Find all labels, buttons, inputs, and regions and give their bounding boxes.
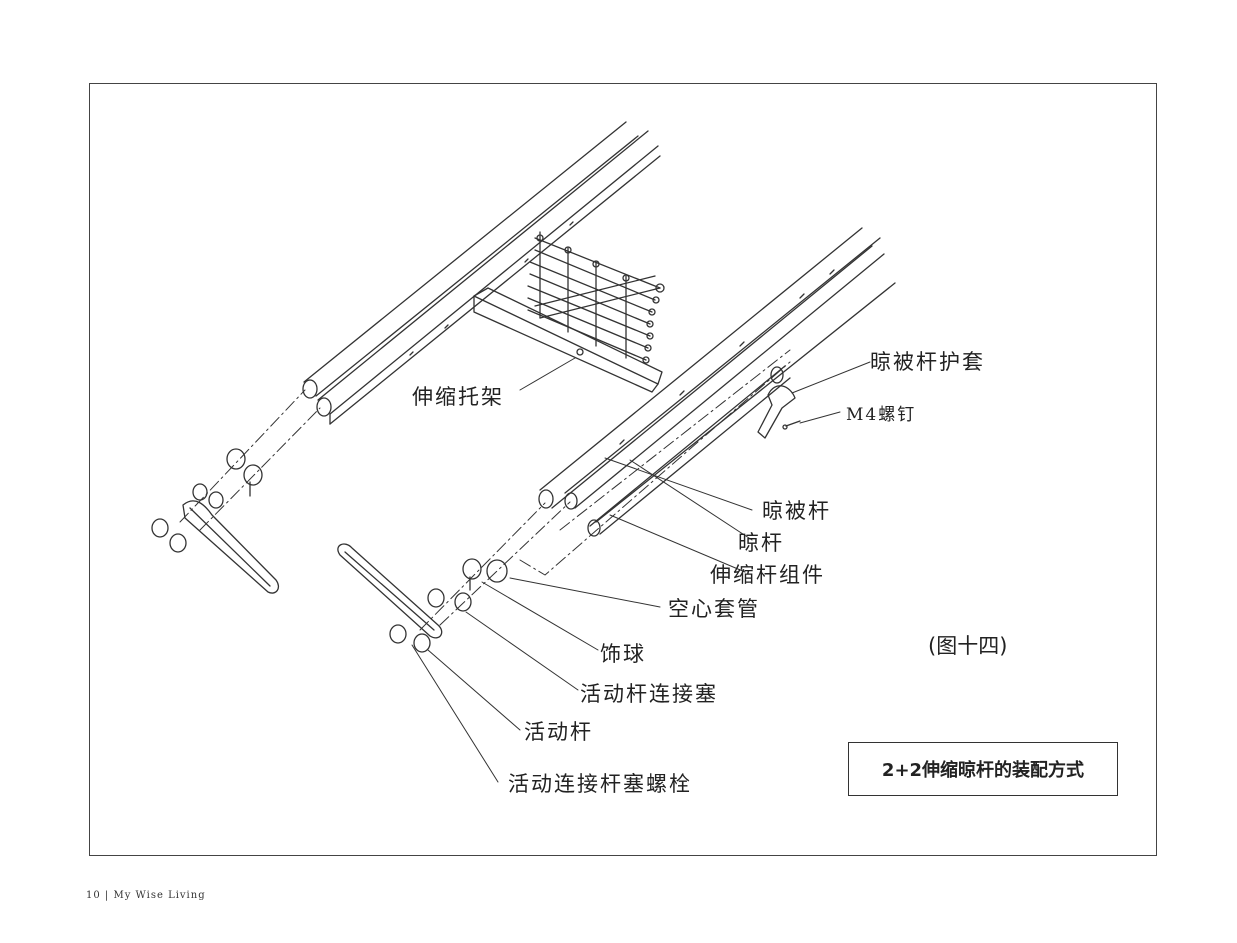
label-rod: 晾杆 [738, 531, 784, 555]
figure-frame [89, 83, 1157, 856]
label-movable-rod: 活动杆 [524, 720, 593, 744]
label-screw: M4螺钉 [846, 405, 916, 425]
page-number: 10 [86, 890, 101, 901]
label-cover: 晾被杆护套 [870, 350, 985, 374]
label-ball: 饰球 [600, 642, 646, 666]
right-end-parts [337, 543, 508, 653]
label-bracket: 伸缩托架 [412, 385, 504, 409]
figure-title: 2+2伸缩晾杆的装配方式 [848, 742, 1118, 796]
label-hollow-sleeve: 空心套管 [668, 597, 760, 621]
right-rail-group [538, 227, 896, 537]
figure-number: (图十四) [928, 634, 1008, 658]
telescopic-bracket [473, 231, 665, 393]
left-rail-pair [302, 121, 661, 425]
label-connector-plug: 活动杆连接塞 [580, 682, 718, 706]
footer-separator: | [100, 890, 114, 901]
label-telescopic-assembly: 伸缩杆组件 [710, 563, 825, 587]
leader-lines [411, 357, 871, 783]
footer-brand: My Wise Living [113, 890, 206, 901]
label-bolt: 活动连接杆塞螺栓 [508, 772, 692, 796]
left-end-parts [151, 448, 280, 594]
label-quilt-rod: 晾被杆 [762, 499, 831, 523]
rod-cover-and-screw [757, 366, 801, 439]
figure-title-text: 2+2伸缩晾杆的装配方式 [881, 760, 1085, 781]
page-footer: 10 | My Wise Living [86, 890, 206, 901]
